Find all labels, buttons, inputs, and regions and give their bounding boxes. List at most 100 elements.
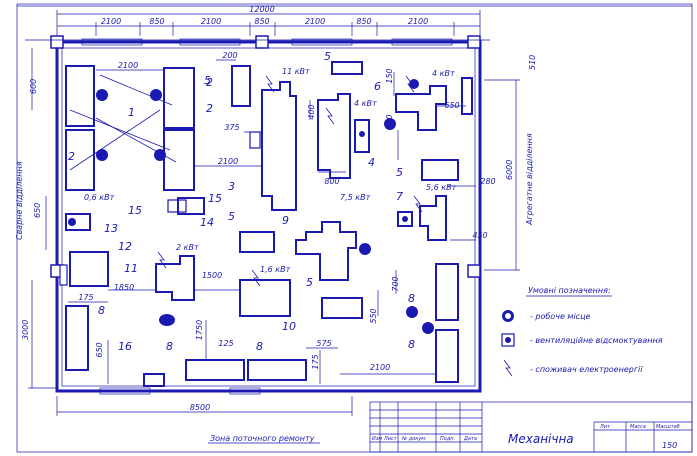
power-label: 11 кВт <box>282 67 310 76</box>
equipment-number: 8 <box>256 340 263 353</box>
dim-label: 2100 <box>118 61 138 70</box>
workplace-marker <box>96 149 108 161</box>
dim-label: 1850 <box>114 283 134 292</box>
equipment-5 <box>231 65 251 107</box>
dim-label: 1750 <box>195 320 204 340</box>
dim-top-seg: 850 <box>254 17 269 26</box>
equipment-number: 13 <box>104 222 118 235</box>
equipment-number: 2 <box>206 102 213 115</box>
power-consumer-icon <box>405 75 415 93</box>
equipment-number: 5 <box>396 166 403 179</box>
legend-consumer: - споживач електроенергії <box>530 365 644 374</box>
equipment-number: 5 <box>306 276 313 289</box>
title-scale: Масштаб <box>656 424 680 430</box>
equipment-13 <box>65 213 91 231</box>
equipment-7 <box>419 195 447 241</box>
power-label: 2 кВт <box>176 243 199 252</box>
dim-left-3000: 3000 <box>21 320 30 340</box>
dim-label: 550 <box>369 308 378 323</box>
dim-label: 575 <box>316 339 331 348</box>
equipment-number: 6 <box>374 80 381 93</box>
equipment-number: 16 <box>118 340 132 353</box>
equipment-number: 10 <box>282 320 296 333</box>
equipment-number: 2 <box>68 150 75 163</box>
equipment-number: 8 <box>166 340 173 353</box>
dim-label: 200 <box>222 51 237 60</box>
dim-label: 400 <box>307 104 316 119</box>
power-consumer-icon <box>413 195 423 213</box>
column <box>467 264 481 278</box>
power-consumer-icon <box>325 107 335 125</box>
equipment-number: 4 <box>368 156 375 169</box>
column <box>467 35 481 49</box>
dim-label: 450 <box>472 231 487 240</box>
dim-label: 650 <box>95 342 104 357</box>
dim-top-seg: 2100 <box>305 17 325 26</box>
title-lit: Лит <box>599 424 611 430</box>
equipment-number: 5 <box>204 74 211 87</box>
dim-label: 1500 <box>202 271 222 280</box>
zone-welding-label: Сварне відділення <box>15 161 24 240</box>
power-consumer-icon <box>157 251 167 269</box>
equipment-number: 1 <box>128 106 135 119</box>
zone-repair-label: Зона поточного ремонту <box>210 434 315 443</box>
equipment-number: 7 <box>396 190 403 203</box>
equipment-5 <box>421 159 459 181</box>
dim-top-seg: 2100 <box>408 17 428 26</box>
workplace-marker <box>96 89 108 101</box>
equipment-number: 2 <box>206 76 213 89</box>
equipment-10 <box>239 279 291 317</box>
title-scale-value: 150 <box>662 441 677 450</box>
equipment-8-bench <box>435 263 459 321</box>
dim-label: 650 <box>444 101 459 110</box>
legend-title: Умовні позначення: <box>528 286 611 295</box>
equipment-2-bench <box>163 129 195 191</box>
drawing-name: Механічна <box>508 432 574 446</box>
column <box>50 35 64 49</box>
equipment-number: 12 <box>118 240 132 253</box>
power-label: 0,6 кВт <box>84 193 115 202</box>
dim-top-seg: 2100 <box>101 17 121 26</box>
equipment-number: 3 <box>228 180 235 193</box>
equipment-2-bench <box>163 67 195 129</box>
dim-total-top: 12000 <box>249 5 274 14</box>
dim-top-seg: 2100 <box>201 17 221 26</box>
equipment-number: 5 <box>228 210 235 223</box>
equipment-5 <box>331 61 363 75</box>
equipment-number: 14 <box>200 216 214 229</box>
workplace-marker <box>150 89 162 101</box>
title-block <box>369 401 693 453</box>
power-label: 5,6 кВт <box>426 183 457 192</box>
title-col: Лист <box>383 436 398 442</box>
sheet-border <box>16 3 693 453</box>
equipment-number: 15 <box>208 192 222 205</box>
dim-label: 375 <box>224 123 239 132</box>
equipment-4 <box>317 93 351 179</box>
dim-total-bottom: 8500 <box>190 403 210 412</box>
dim-label: 2100 <box>370 363 390 372</box>
zone-aggregate-label: Агрегатне відділення <box>525 133 534 226</box>
equipment-number: 5 <box>324 50 331 63</box>
title-col: Дата <box>463 436 477 442</box>
equipment-6 <box>395 85 447 131</box>
equipment-8-bench <box>247 359 307 381</box>
equipment-number: 15 <box>128 204 142 217</box>
dim-label: 800 <box>324 177 339 186</box>
equipment-3 <box>261 81 297 211</box>
equipment-5 <box>239 231 275 253</box>
legend-workplace: - робоче місце <box>530 312 591 321</box>
dim-label: 600 <box>385 114 394 129</box>
workplace-marker <box>359 243 371 255</box>
dim-right-6000: 6000 <box>505 160 514 180</box>
equipment-number: 9 <box>282 214 289 227</box>
equipment-8-bench <box>435 329 459 383</box>
dim-label: 700 <box>391 276 400 291</box>
equipment-14 <box>177 197 205 215</box>
power-label: 1,6 кВт <box>260 265 291 274</box>
title-col: Подп. <box>440 436 455 442</box>
equipment-number: 8 <box>408 292 415 305</box>
equipment-number: 11 <box>124 262 138 275</box>
dim-label: 2100 <box>218 157 238 166</box>
